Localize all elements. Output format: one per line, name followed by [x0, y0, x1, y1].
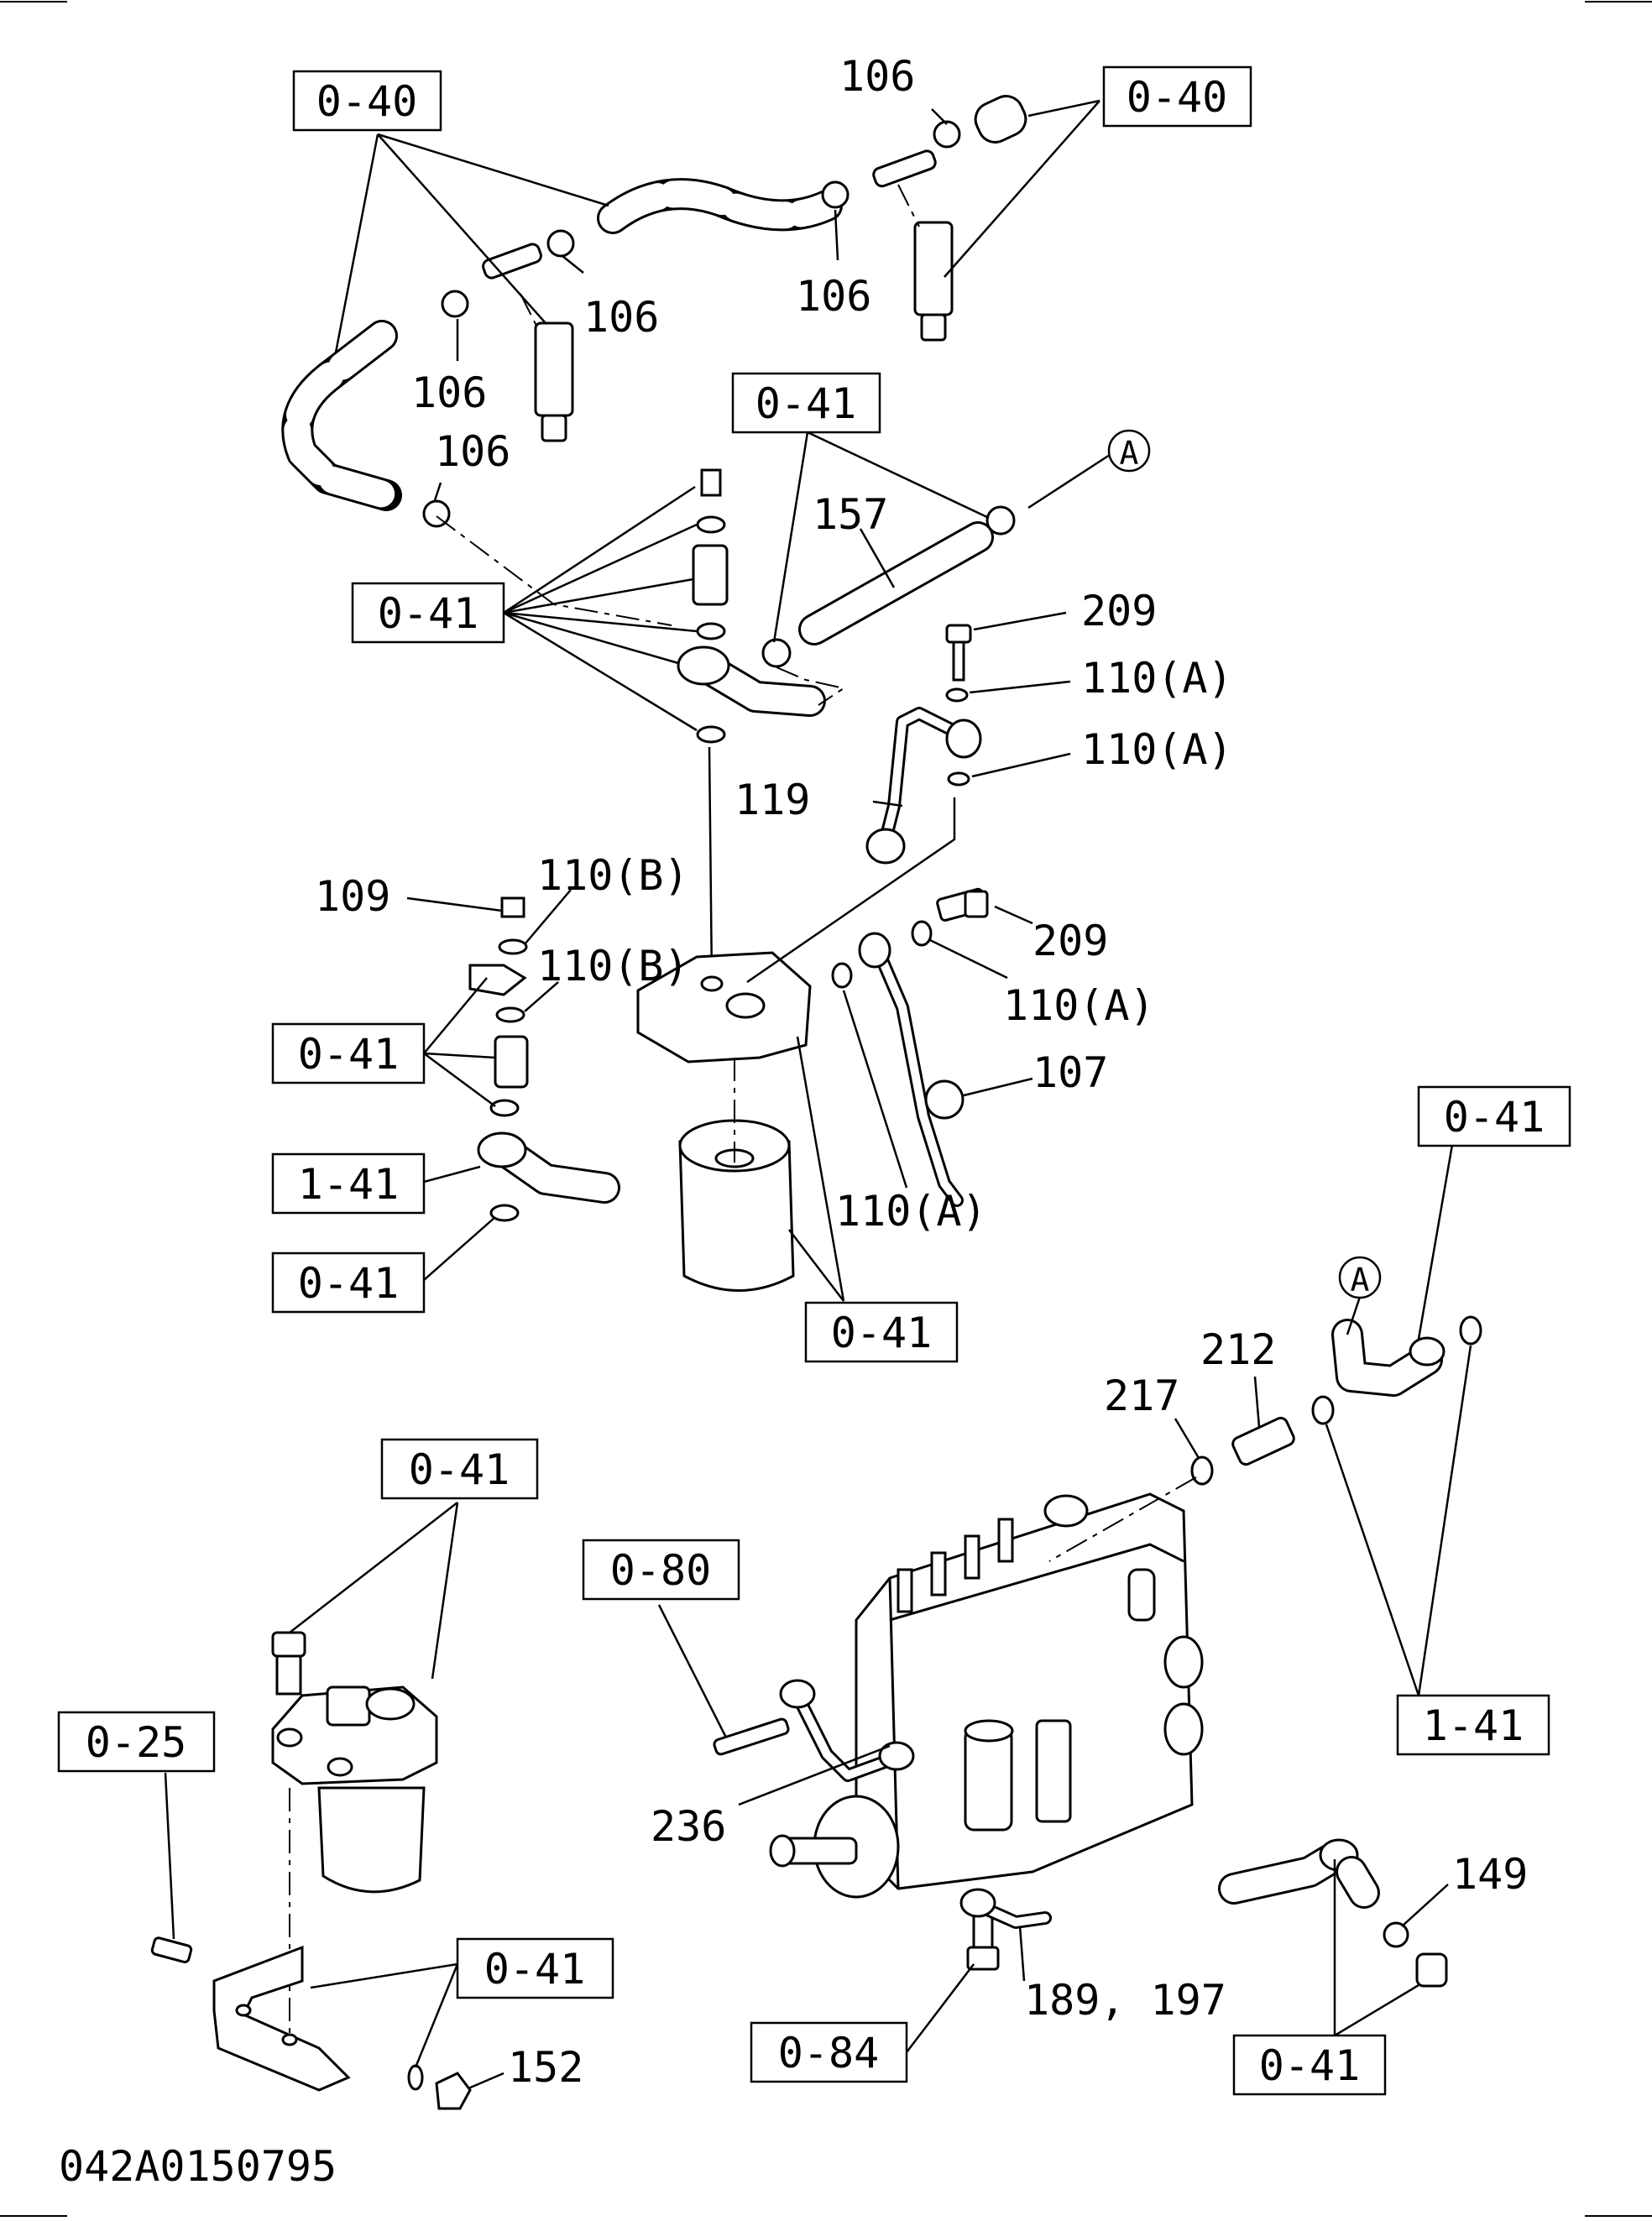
ref-box: 0-41	[380, 1438, 539, 1500]
part-label: 106	[411, 368, 487, 417]
callout-circles: A A	[1107, 429, 1382, 1299]
fuel-filter-upper	[468, 468, 1016, 1292]
ref-box-text: 1-41	[298, 1160, 399, 1209]
leader-lines	[164, 99, 1472, 2090]
drawing-number: 042A0150795	[59, 2142, 337, 2191]
part-labels: 106 106 106 106 106 157 209 110(A) 110(A…	[315, 52, 1528, 2092]
callout-text: A	[1351, 1262, 1370, 1299]
ref-box-text: 0-41	[755, 379, 856, 428]
part-label: 110(A)	[1003, 981, 1155, 1030]
ref-box: 0-41	[804, 1301, 959, 1363]
ref-box-text: 0-41	[484, 1945, 585, 1994]
ref-box: 0-41	[271, 1022, 426, 1084]
ref-box-text: 0-40	[316, 77, 417, 126]
ref-box: 0-84	[750, 2021, 908, 2083]
part-label: 217	[1104, 1372, 1179, 1420]
ref-box-text: 0-41	[1444, 1093, 1545, 1142]
part-label: 119	[735, 776, 810, 824]
part-label: 212	[1200, 1325, 1276, 1374]
ref-box-text: 0-84	[778, 2029, 879, 2077]
filter-bracket-assembly	[150, 1631, 1448, 2110]
part-label: 110(A)	[1081, 654, 1233, 703]
ref-box: 1-41	[1396, 1694, 1550, 1756]
part-label: 110(B)	[537, 851, 689, 900]
ref-box: 0-41	[351, 582, 505, 644]
part-label: 107	[1032, 1048, 1108, 1097]
leak-off-hose-assembly	[281, 95, 1027, 626]
ref-box: 0-40	[292, 70, 442, 132]
ref-box: 0-40	[1102, 65, 1252, 128]
part-label: 106	[839, 52, 915, 101]
part-label: 110(B)	[537, 942, 689, 990]
callout-a: A	[1107, 429, 1151, 473]
ref-box: 0-41	[456, 1937, 614, 1999]
part-label: 110(A)	[835, 1187, 987, 1236]
part-label: 157	[813, 490, 888, 539]
part-label: 110(A)	[1081, 725, 1233, 774]
callout-a: A	[1338, 1256, 1382, 1299]
ref-box: 0-41	[1232, 2034, 1387, 2096]
injection-pump	[713, 1315, 1482, 1971]
part-label: 149	[1452, 1850, 1528, 1899]
ref-box-text: 0-41	[378, 589, 478, 638]
callout-text: A	[1120, 435, 1139, 472]
part-label: 106	[796, 272, 871, 321]
ref-box: 0-41	[271, 1252, 426, 1314]
ref-box-text: 0-41	[1259, 2041, 1360, 2090]
ref-box-text: 1-41	[1423, 1701, 1524, 1750]
reference-boxes: 0-40 0-40 0-41 0-41 0-41 1-41 0-41 0-41 …	[57, 65, 1571, 2096]
part-label: 236	[651, 1802, 726, 1851]
ref-box: 0-41	[1417, 1085, 1571, 1147]
ref-box-text: 0-80	[610, 1546, 711, 1595]
ref-box: 0-80	[582, 1539, 740, 1601]
part-label: 209	[1032, 917, 1108, 965]
ref-box: 1-41	[271, 1152, 426, 1215]
ref-box-text: 0-41	[831, 1309, 932, 1357]
part-label: 152	[508, 2043, 583, 2092]
ref-box-text: 0-40	[1127, 73, 1227, 122]
ref-box: 0-25	[57, 1711, 216, 1773]
part-label: 189, 197	[1024, 1976, 1226, 2025]
part-label: 109	[315, 872, 390, 921]
part-label: 106	[583, 293, 659, 342]
ref-box-text: 0-25	[86, 1718, 186, 1767]
ref-box-text: 0-41	[298, 1030, 399, 1079]
part-label: 106	[435, 427, 510, 476]
ref-box-text: 0-41	[409, 1445, 510, 1494]
ref-box-text: 0-41	[298, 1259, 399, 1308]
ref-box: 0-41	[731, 372, 881, 434]
part-label: 209	[1081, 587, 1157, 635]
